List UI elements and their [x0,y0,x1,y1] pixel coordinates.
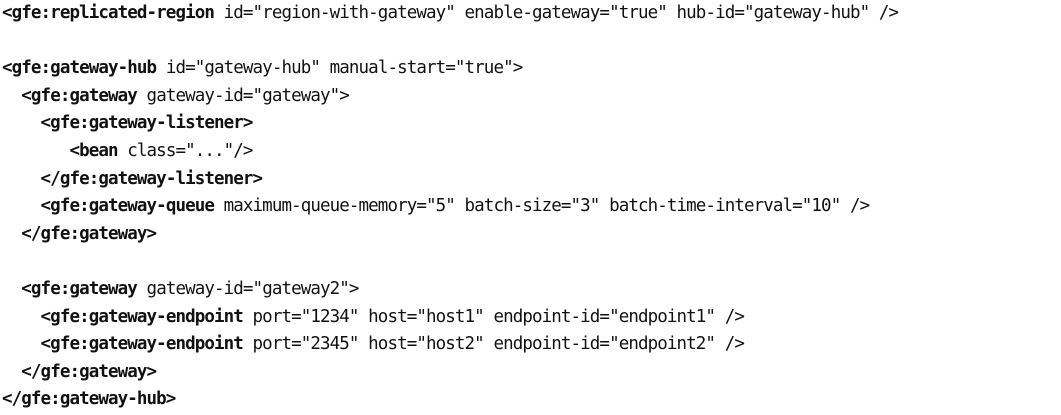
xml-tag: <bean [69,140,118,161]
xml-tag: <gfe:gateway-hub [2,58,157,79]
code-line-7: </gfe:gateway-listener> [2,166,1058,194]
code-line-12: <gfe:gateway-endpoint port="1234" host="… [2,304,1058,332]
code-line-13: <gfe:gateway-endpoint port="2345" host="… [2,331,1058,359]
xml-tag: </gfe:gateway-hub> [2,389,176,410]
code-line-2 [2,28,1058,56]
xml-attributes: id="gateway-hub" manual-start="true"> [156,58,523,79]
xml-attributes: id="region-with-gateway" enable-gateway=… [214,3,899,23]
xml-attributes: gateway-id="gateway2"> [136,278,360,299]
xml-tag: <gfe:gateway [21,278,138,299]
code-line-5: <gfe:gateway-listener> [2,110,1058,138]
code-line-1: <gfe:replicated-region id="region-with-g… [2,0,1058,28]
xml-tag: <gfe:gateway-endpoint [40,334,244,355]
code-line-9: </gfe:gateway> [2,221,1058,249]
xml-tag: </gfe:gateway> [21,361,157,382]
xml-tag: <gfe:gateway [21,85,138,106]
code-line-11: <gfe:gateway gateway-id="gateway2"> [2,276,1058,304]
code-line-15: </gfe:gateway-hub> [2,386,1058,414]
xml-attributes: class="..."/> [117,140,253,161]
code-line-14: </gfe:gateway> [2,359,1058,387]
code-line-8: <gfe:gateway-queue maximum-queue-memory=… [2,193,1058,221]
xml-tag: </gfe:gateway-listener> [40,168,264,189]
xml-attributes: maximum-queue-memory="5" batch-size="3" … [214,196,871,217]
xml-attributes: port="1234" host="host1" endpoint-id="en… [242,306,745,327]
xml-tag: <gfe:replicated-region [2,3,215,23]
code-line-6: <bean class="..."/> [2,138,1058,166]
xml-tag: <gfe:gateway-queue [40,196,215,217]
code-line-4: <gfe:gateway gateway-id="gateway"> [2,83,1058,111]
xml-tag: </gfe:gateway> [21,223,157,244]
xml-tag: <gfe:gateway-listener> [40,113,254,134]
code-line-3: <gfe:gateway-hub id="gateway-hub" manual… [2,55,1058,83]
xml-tag: <gfe:gateway-endpoint [40,306,244,327]
code-line-10 [2,248,1058,276]
xml-attributes: port="2345" host="host2" endpoint-id="en… [242,334,745,355]
xml-attributes: gateway-id="gateway"> [136,85,350,106]
